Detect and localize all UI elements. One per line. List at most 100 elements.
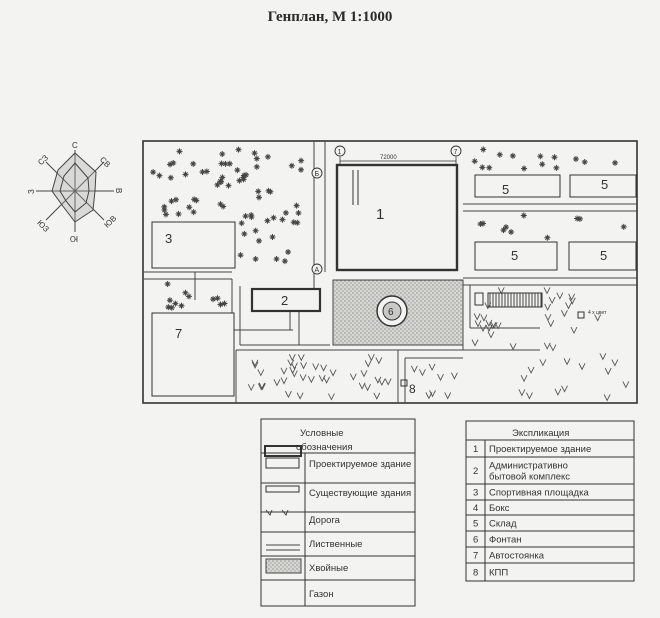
coniferous-tree [247,383,255,392]
compass-east: В [114,188,123,193]
legend-row-5: Газон [309,589,334,600]
building-8-checkpoint [400,379,408,387]
wind-rose [36,150,114,232]
deciduous-tree [294,219,301,226]
deciduous-tree [164,280,171,287]
deciduous-tree [279,216,286,223]
coniferous-tree [622,381,630,389]
deciduous-tree [520,212,527,219]
coniferous-tree [578,363,586,371]
explication-text-2: бытовой комплекс [489,472,570,483]
deciduous-tree [235,146,242,153]
coniferous-tree [364,384,371,392]
coniferous-tree [425,392,433,400]
coniferous-trees [247,287,630,402]
deciduous-tree [539,161,546,168]
deciduous-tree [255,188,262,195]
coniferous-tree [497,287,505,295]
coniferous-tree [373,392,381,400]
deciduous-tree [199,168,206,175]
coniferous-tree [509,343,517,351]
building-7 [151,312,235,397]
label-building-3: 3 [165,231,172,246]
deciduous-tree [220,203,227,210]
deciduous-tree [509,152,516,159]
coniferous-tree [289,366,297,375]
axis-label-7: 7 [454,149,458,156]
coniferous-tree [374,376,382,384]
deciduous-tree [240,176,247,183]
label-building-8: 8 [409,382,416,396]
deciduous-tree [225,182,232,189]
deciduous-tree [256,237,263,244]
coniferous-tree [539,359,547,367]
legend-row-0: Проектируемое здание [309,459,411,470]
deciduous-tree [166,297,173,304]
compass-north: С [72,141,78,150]
coniferous-tree [291,362,298,370]
deciduous-tree [237,252,244,259]
deciduous-tree [186,204,193,211]
deciduous-tree [161,203,168,210]
building-1 [335,163,459,272]
fountain [382,301,402,321]
deciduous-tree [253,163,260,170]
legend-row-2: Дорога [309,515,341,526]
deciduous-tree [182,171,189,178]
coniferous-tree [328,393,335,401]
deciduous-tree [219,151,226,158]
deciduous-tree [612,159,619,166]
coniferous-tree [489,322,497,330]
explication-num-2: 2 [473,466,478,477]
label-building-5-c: 5 [511,248,518,263]
coniferous-tree [544,303,552,311]
deciduous-tree [290,219,297,226]
deciduous-tree [264,217,271,224]
axis-label-1: 1 [338,149,342,156]
label-building-5-b: 5 [601,177,608,192]
building-5-a [474,174,561,198]
deciduous-tree [572,155,579,162]
compass-southeast: ЮВ [102,214,118,230]
deciduous-tree [576,215,583,222]
deciduous-tree [551,154,558,161]
explication-text-1: Проектируемое здание [489,444,591,455]
coniferous-tree [375,357,383,365]
coniferous-tree [329,369,337,377]
label-building-2: 2 [281,293,288,308]
deciduous-tree [190,209,197,216]
coniferous-tree [568,293,576,301]
deciduous-tree [252,256,259,263]
deciduous-tree [172,300,179,307]
coniferous-tree [568,297,576,305]
coniferous-tree [518,389,526,397]
coniferous-tree [300,362,307,370]
deciduous-tree [503,224,510,231]
building-2 [250,287,322,313]
fountain-plaza [332,279,464,346]
deciduous-tree [240,172,247,179]
compass-northeast: СВ [98,155,112,169]
coniferous-tree [543,287,551,295]
deciduous-tree [168,198,175,205]
building-3 [151,221,236,269]
deciduous-tree [214,181,221,188]
compass-south: Ю [70,234,78,243]
coniferous-tree [611,359,619,367]
deciduous-tree [544,234,551,241]
deciduous-tree [252,227,259,234]
coniferous-tree [384,378,392,386]
label-building-5-a: 5 [502,182,509,197]
legend-heading-1: Условные [300,428,344,439]
coniferous-tree [485,324,493,333]
deciduous-tree [156,172,163,179]
explication-num-5: 5 [473,519,478,530]
road-network [144,141,637,403]
coniferous-tree [599,353,607,361]
deciduous-tree [168,304,175,311]
coniferous-tree [299,374,307,382]
deciduous-tree [176,148,183,155]
deciduous-tree [217,178,224,185]
deciduous-tree [182,289,189,296]
